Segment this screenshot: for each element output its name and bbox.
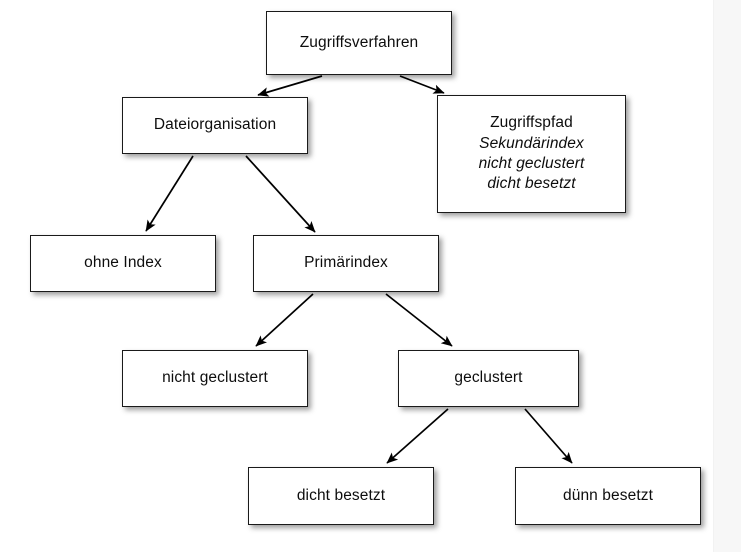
node-label-line: Zugriffspfad: [490, 114, 573, 132]
edge-dateiorganisation-to-ohne-index: [145, 155, 194, 232]
node-label-line: Zugriffsverfahren: [299, 33, 419, 51]
edge-primaerindex-to-geclustert: [385, 293, 453, 347]
node-label-duenn-besetzt: dünn besetzt: [516, 486, 700, 506]
node-label-line: Sekundärindex: [479, 134, 584, 152]
node-label-zugriffsverfahren: Zugriffsverfahren: [267, 33, 451, 53]
node-ohne-index[interactable]: ohne Index: [30, 235, 216, 292]
node-label-geclustert: geclustert: [399, 368, 578, 388]
node-dicht-besetzt[interactable]: dicht besetzt: [248, 467, 434, 525]
node-label-dicht-besetzt: dicht besetzt: [249, 486, 433, 506]
edge-zugriffsverfahren-to-zugriffspfad: [399, 75, 445, 94]
right-gutter: [713, 0, 741, 552]
node-label-dateiorganisation: Dateiorganisation: [123, 115, 307, 135]
node-label-primaerindex: Primärindex: [254, 253, 438, 273]
node-label-line: ohne Index: [84, 254, 162, 272]
node-label-line: nicht geclustert: [162, 369, 268, 387]
node-label-ohne-index: ohne Index: [31, 253, 215, 273]
node-label-nicht-geclustert: nicht geclustert: [123, 368, 307, 388]
node-label-line: dicht besetzt: [487, 175, 576, 193]
node-nicht-geclustert[interactable]: nicht geclustert: [122, 350, 308, 407]
edge-geclustert-to-duenn-besetzt: [524, 408, 573, 464]
edge-zugriffsverfahren-to-dateiorganisation: [257, 75, 323, 97]
node-duenn-besetzt[interactable]: dünn besetzt: [515, 467, 701, 525]
node-label-line: nicht geclustert: [478, 155, 585, 172]
node-label-line: Primärindex: [304, 254, 388, 272]
edge-dateiorganisation-to-primaerindex: [245, 155, 316, 233]
node-label-line: dünn besetzt: [563, 486, 653, 504]
node-label-line: geclustert: [454, 369, 523, 387]
node-dateiorganisation[interactable]: Dateiorganisation: [122, 97, 308, 154]
edge-primaerindex-to-nicht-geclustert: [255, 293, 314, 347]
node-primaerindex[interactable]: Primärindex: [253, 235, 439, 292]
node-geclustert[interactable]: geclustert: [398, 350, 579, 407]
node-zugriffsverfahren[interactable]: Zugriffsverfahren: [266, 11, 452, 75]
node-label-line: Dateiorganisation: [153, 116, 277, 134]
node-label-line: dicht besetzt: [296, 486, 386, 504]
edge-geclustert-to-dicht-besetzt: [386, 408, 449, 464]
